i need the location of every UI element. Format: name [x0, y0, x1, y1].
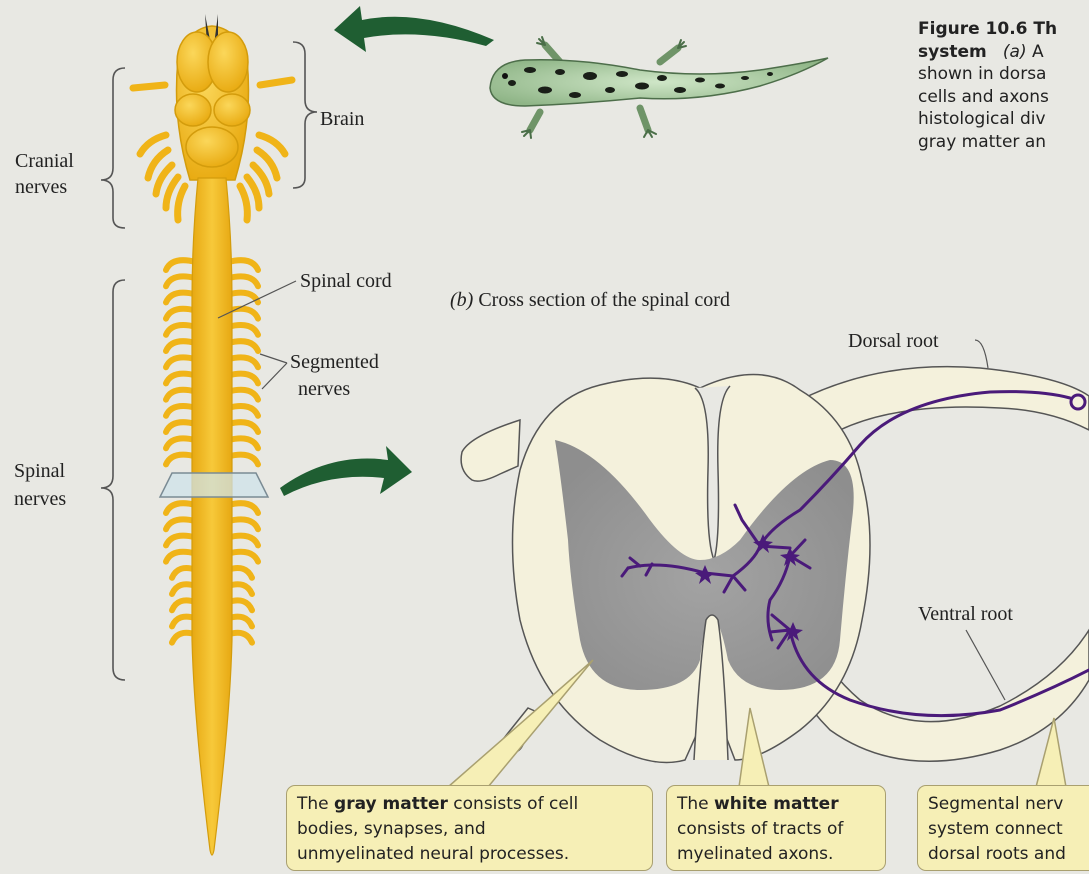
figure-caption: Figure 10.6 Th system (a) A shown in dor… [918, 18, 1089, 153]
cranial-nerves-label-2: nerves [15, 176, 67, 198]
caption-line-1: Figure 10.6 Th [918, 18, 1089, 41]
salamander-illustration [490, 37, 828, 138]
segmented-nerves-leader-1 [260, 354, 287, 363]
brain-bracket [293, 42, 317, 188]
arrow-to-cross-section [280, 446, 412, 496]
caption-line-2: system (a) A [918, 41, 1089, 64]
gray-matter-callout: The gray matter consists of cell bodies,… [286, 785, 653, 871]
spinal-cord [192, 178, 232, 855]
panel-b-title-text: Cross section of the spinal cord [473, 289, 730, 311]
segmented-nerves-label-1: Segmented [290, 351, 379, 373]
spinal-cord-label: Spinal cord [300, 270, 392, 292]
spinal-nerves-bracket [101, 280, 125, 680]
brain [175, 14, 250, 180]
cranial-nerves-label-1: Cranial [15, 150, 74, 172]
cranial-bracket [101, 68, 125, 228]
brain-label: Brain [320, 108, 364, 130]
arrow-to-salamander [334, 6, 494, 52]
caption-line-4: cells and axons [918, 86, 1089, 109]
caption-line-6: gray matter an [918, 131, 1089, 154]
segmental-nerves-callout: Segmental nerv system connect dorsal roo… [917, 785, 1089, 871]
caption-line-5: histological div [918, 108, 1089, 131]
dorsal-root-stub [461, 420, 520, 481]
spinal-nerves-label-1: Spinal [14, 460, 66, 482]
ventral-root-label: Ventral root [918, 603, 1013, 625]
central-nervous-system [133, 14, 292, 855]
spinal-nerve-left [166, 260, 196, 270]
section-plane [160, 473, 268, 497]
spinal-nerves-label-2: nerves [14, 488, 66, 510]
segmented-nerves-leader-2 [262, 363, 287, 389]
segmented-nerves-label-2: nerves [298, 378, 350, 400]
dorsal-root-leader [975, 340, 988, 368]
gray-callout-pointer [448, 660, 593, 787]
panel-b-title: (b) Cross section of the spinal cord [450, 289, 730, 311]
spinal-nerve-right [228, 260, 258, 270]
panel-b-letter: (b) [450, 289, 474, 311]
ventral-root-leader [966, 630, 1005, 700]
dorsal-root-label: Dorsal root [848, 330, 939, 352]
white-matter-callout: The white matter consists of tracts of m… [666, 785, 886, 871]
caption-line-3: shown in dorsa [918, 63, 1089, 86]
